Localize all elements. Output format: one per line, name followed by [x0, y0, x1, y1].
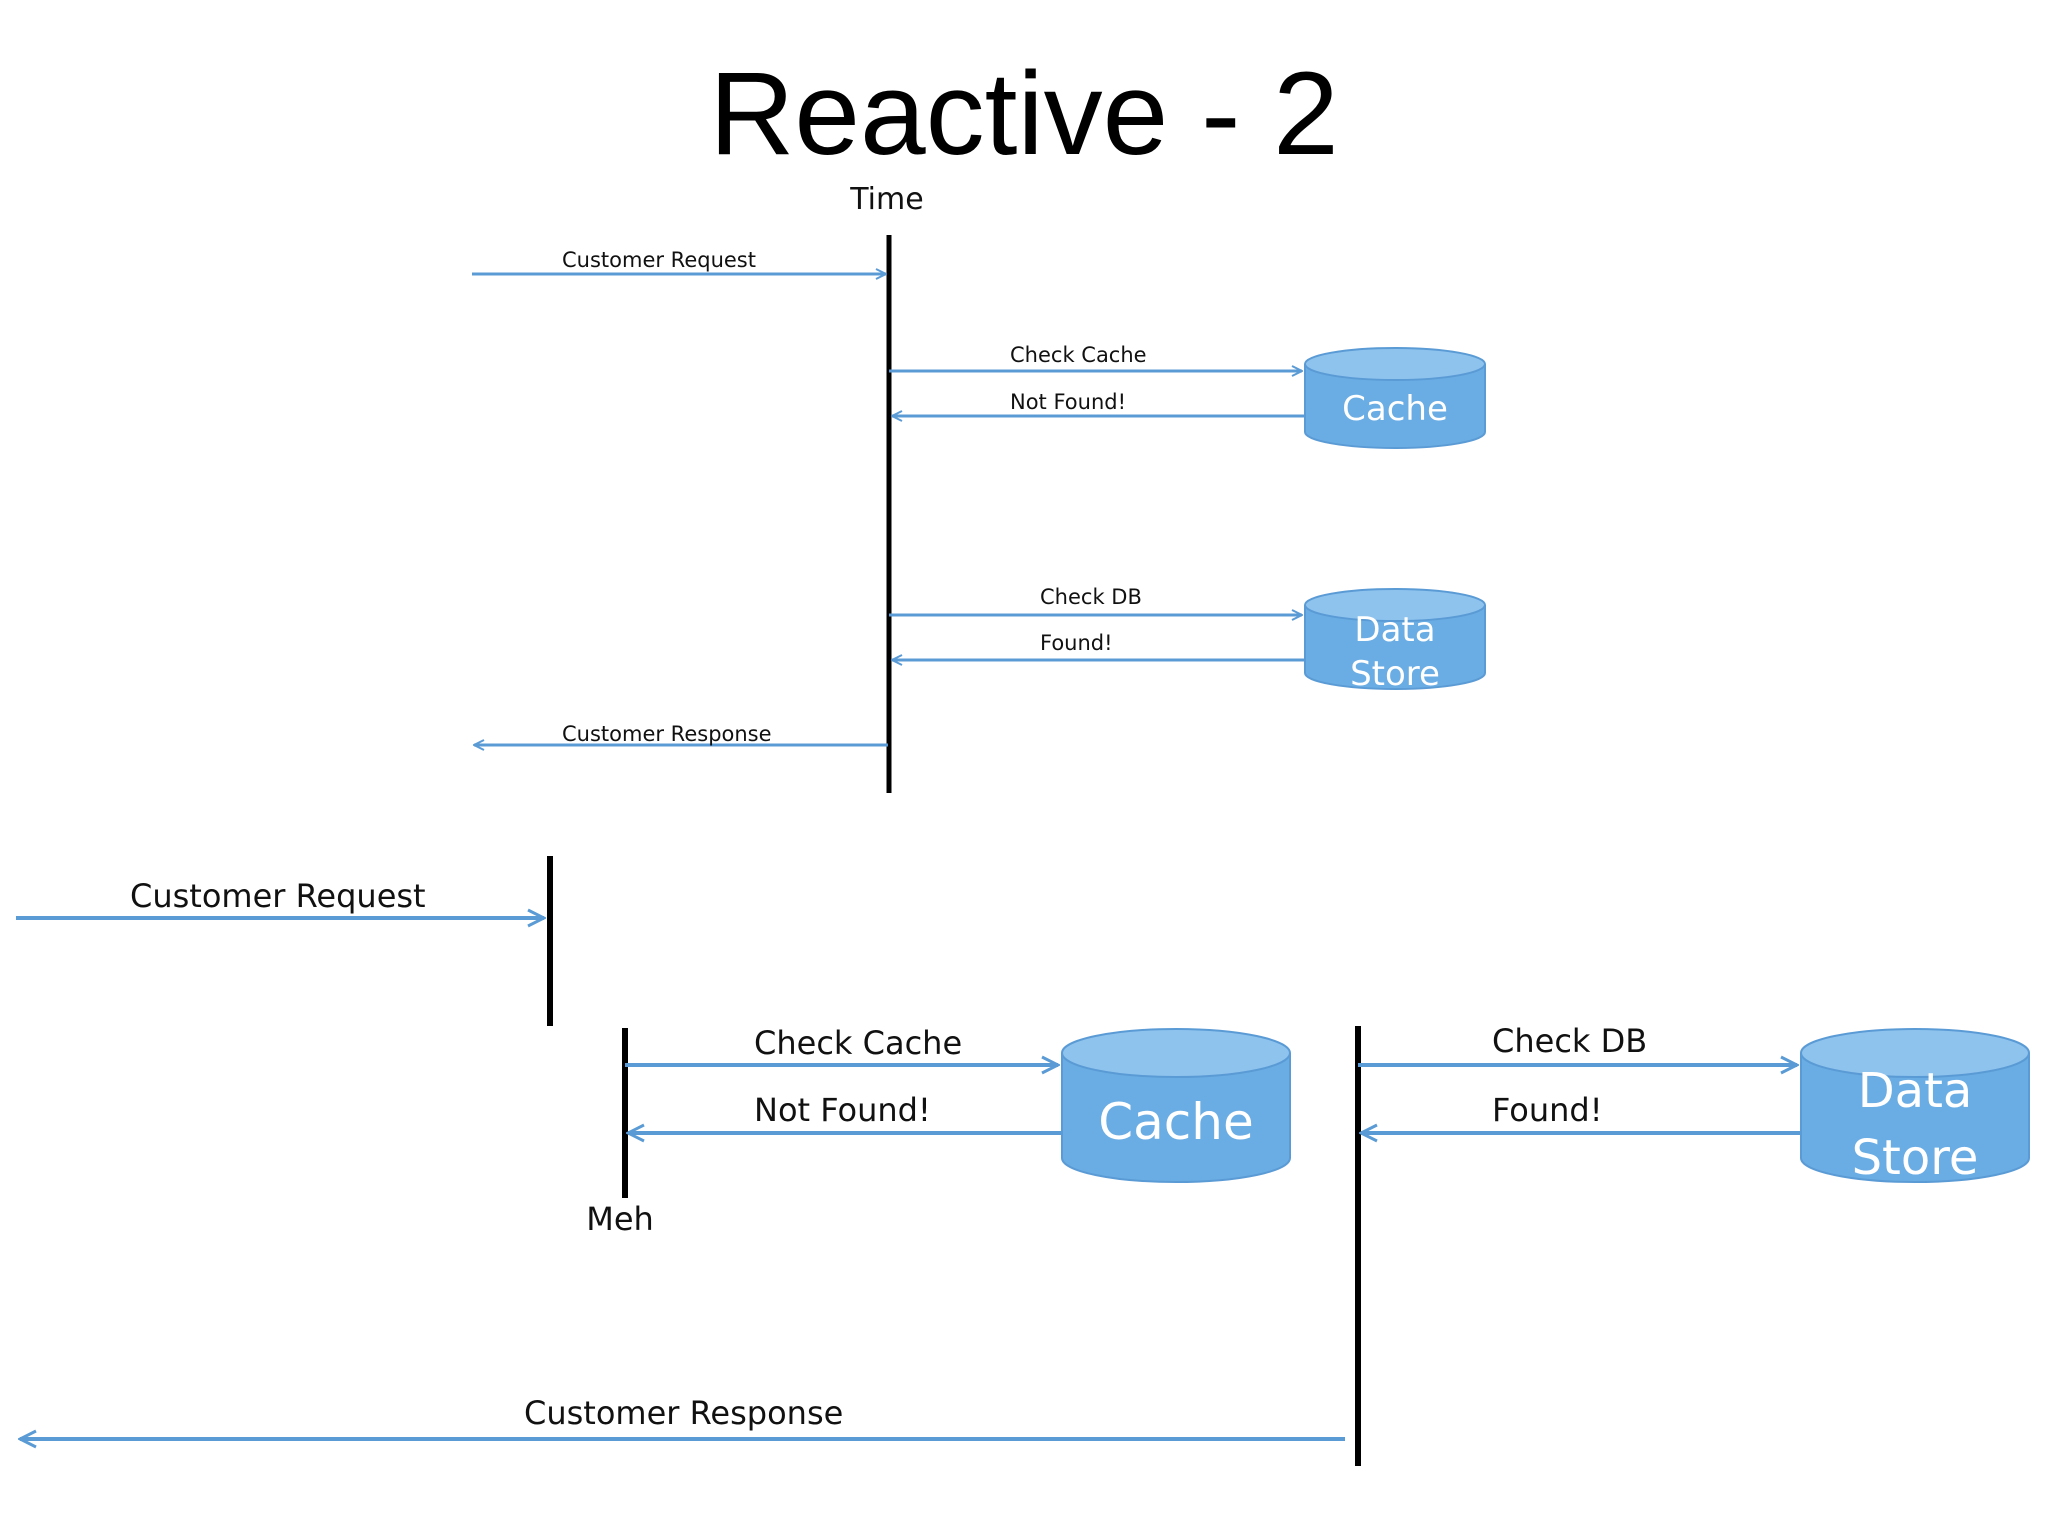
bottom-not-found-label: Not Found!: [754, 1091, 931, 1129]
top-cache-label: Cache: [1342, 389, 1448, 429]
bottom-response-label: Customer Response: [524, 1394, 843, 1432]
bottom-data-store-cylinder: Data Store: [1800, 1028, 2030, 1186]
bottom-found-label: Found!: [1492, 1091, 1603, 1129]
bottom-diagram: Customer Request Check Cache Not Found! …: [16, 856, 2030, 1466]
bottom-data-store-label-1: Data: [1858, 1063, 1973, 1119]
top-data-store-label-1: Data: [1354, 610, 1435, 650]
bottom-check-db-label: Check DB: [1492, 1022, 1647, 1060]
top-found-label: Found!: [1040, 631, 1113, 655]
top-not-found-label: Not Found!: [1010, 390, 1126, 414]
bottom-check-cache-label: Check Cache: [754, 1024, 962, 1062]
top-data-store-cylinder: Data Store: [1304, 588, 1486, 694]
top-response-label: Customer Response: [562, 722, 772, 746]
top-request-label: Customer Request: [562, 248, 756, 272]
bottom-cache-label: Cache: [1098, 1093, 1254, 1151]
bottom-data-store-label-2: Store: [1852, 1130, 1979, 1186]
bottom-request-label: Customer Request: [130, 877, 426, 915]
slide-title: Reactive - 2: [709, 48, 1339, 180]
top-check-cache-label: Check Cache: [1010, 343, 1147, 367]
top-diagram: Time Customer Request Check Cache Not Fo…: [472, 182, 1486, 793]
top-data-store-label-2: Store: [1350, 654, 1440, 694]
meh-label: Meh: [586, 1200, 654, 1238]
top-check-db-label: Check DB: [1040, 585, 1142, 609]
bottom-cache-cylinder: Cache: [1061, 1028, 1291, 1183]
time-label: Time: [849, 182, 923, 217]
top-cache-cylinder: Cache: [1304, 347, 1486, 449]
